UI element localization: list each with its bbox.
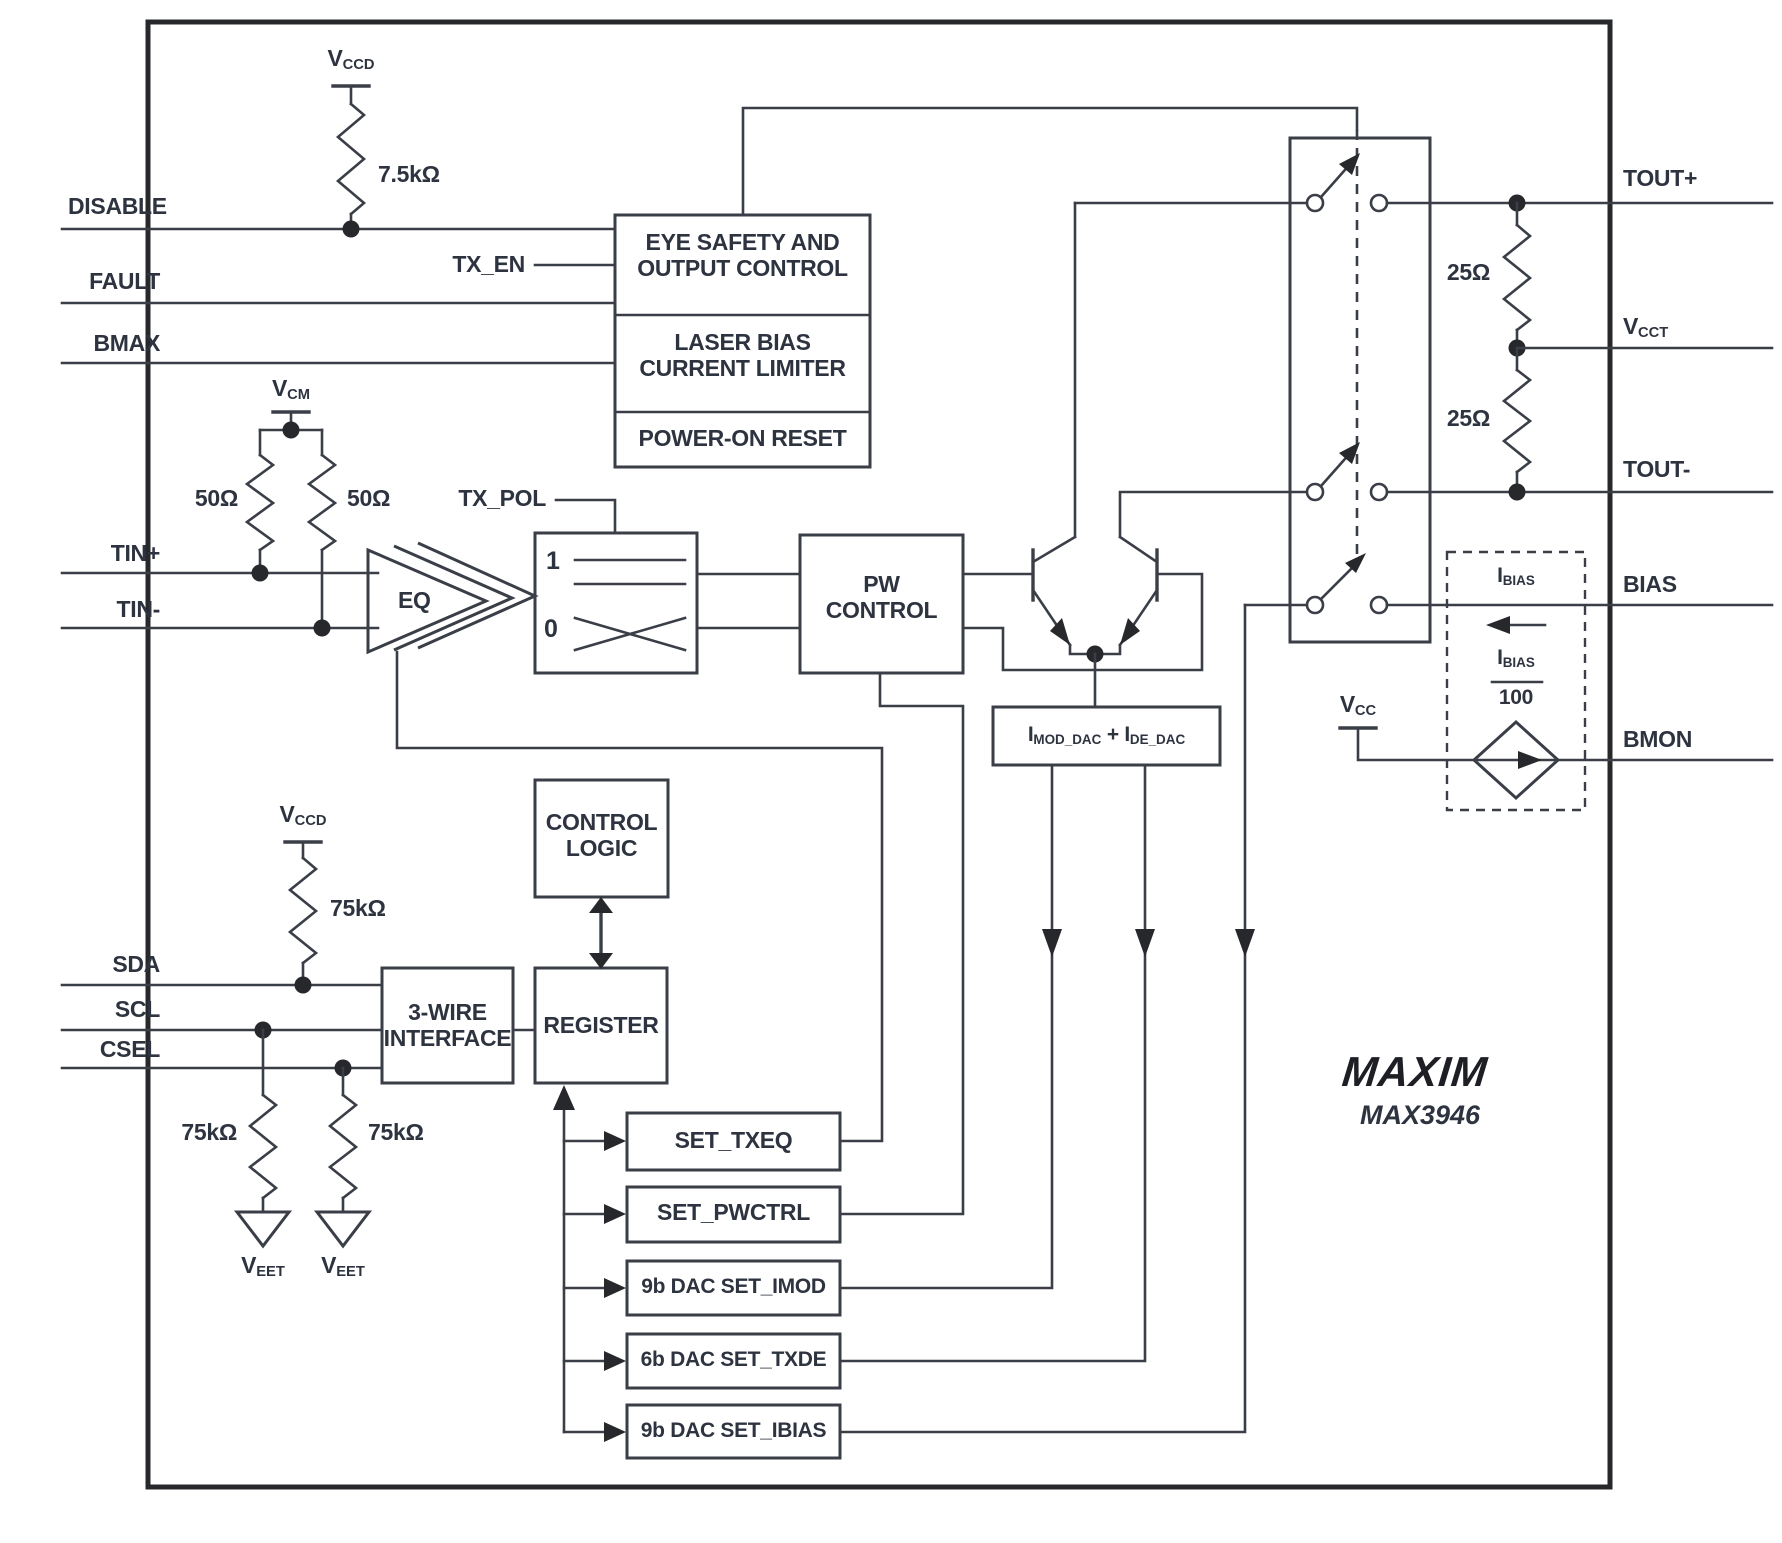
resistor-label-7p5k: 7.5kΩ — [378, 161, 440, 187]
block-dac-sum-outline — [991, 705, 1222, 767]
signal-label-tx-en: TX_EN — [452, 251, 525, 277]
mux-label-one: 1 — [546, 547, 560, 575]
block-label-dac-sum: IMOD_DAC + IDE_DAC — [1027, 723, 1186, 747]
pin-label-disable: DISABLE — [68, 193, 167, 219]
block-label-por: POWER-ON RESET — [638, 425, 847, 451]
label-ibias-ratio-num: IBIAS — [1497, 646, 1535, 670]
pin-label-sda: SDA — [112, 951, 160, 977]
pin-label-tin-plus: TIN+ — [110, 540, 161, 566]
block-control-logic-outline — [533, 778, 670, 899]
current-source-icon — [1471, 719, 1561, 801]
block-label-set-txeq: SET_TXEQ — [674, 1127, 793, 1153]
resistor-label-75k-sda: 75kΩ — [330, 895, 386, 921]
label-ibias: IBIAS — [1497, 564, 1535, 588]
resistor-label-75k-scl: 75kΩ — [181, 1119, 237, 1145]
part-number: MAX3946 — [1359, 1100, 1481, 1130]
resistor-label-50-left: 50Ω — [194, 485, 238, 511]
input-termination-symbols — [244, 410, 338, 637]
signal-label-tx-pol: TX_POL — [458, 485, 546, 511]
bidirectional-arrow-icon — [589, 897, 613, 969]
resistor-75k-csel-symbol — [313, 1059, 373, 1249]
pin-label-fault: FAULT — [89, 268, 160, 294]
pin-label-bmon: BMON — [1623, 726, 1693, 752]
transistor-left-icon — [1031, 201, 1097, 656]
block-label-set-pwctrl: SET_PWCTRL — [657, 1199, 810, 1225]
resistor-label-25-bottom: 25Ω — [1446, 405, 1490, 431]
block-label-pw-control: PW CONTROL — [825, 571, 938, 623]
resistor-label-25-top: 25Ω — [1446, 259, 1490, 285]
supply-label-vcc: VCC — [1339, 691, 1377, 720]
pin-label-tout-plus: TOUT+ — [1623, 165, 1698, 191]
ground-icon-left — [233, 1210, 293, 1249]
polarity-mux — [533, 498, 699, 675]
wire-pwctrl-to-pw — [838, 671, 965, 1216]
bias-monitor-current-source — [1338, 550, 1774, 812]
output-termination-symbols — [1501, 194, 1774, 501]
mux-label-zero: 0 — [544, 615, 558, 643]
output-switch-box — [1073, 136, 1774, 644]
maxim-logo: MAXIM — [1340, 1048, 1491, 1095]
block-label-3wire: 3-WIRE INTERFACE — [383, 999, 512, 1051]
signal-label-eq: EQ — [398, 587, 431, 613]
supply-label-veet-right: VEET — [321, 1252, 365, 1281]
wire-txeq-to-eq — [395, 650, 884, 1143]
block-label-eye-safety: EYE SAFETY AND OUTPUT CONTROL — [637, 229, 848, 281]
pin-label-tin-minus: TIN- — [116, 596, 160, 622]
resistor-label-75k-csel: 75kΩ — [368, 1119, 424, 1145]
block-label-set-ibias: 9b DAC SET_IBIAS — [640, 1419, 827, 1442]
block-label-set-txde: 6b DAC SET_TXDE — [640, 1348, 827, 1371]
resistor-7p5k-symbol — [331, 84, 371, 238]
pin-label-csel: CSEL — [99, 1036, 160, 1062]
pin-label-bias: BIAS — [1623, 571, 1677, 597]
transistor-right-icon — [1093, 490, 1309, 656]
switch-gang-control — [741, 106, 1359, 558]
ground-icon-right — [313, 1210, 373, 1249]
supply-label-vccd-sda: VCCD — [279, 801, 327, 830]
register-set-spine — [553, 1085, 626, 1442]
resistor-75k-scl-symbol — [233, 1021, 293, 1249]
wires-pw-to-bases — [961, 572, 1204, 672]
block-3wire-outline — [380, 966, 515, 1085]
block-label-control-logic: CONTROL LOGIC — [545, 809, 658, 861]
resistor-75k-sda-symbol — [283, 840, 323, 994]
pin-label-tout-minus: TOUT- — [1623, 456, 1691, 482]
block-label-set-imod: 9b DAC SET_IMOD — [641, 1275, 826, 1298]
supply-label-vcm: VCM — [272, 375, 310, 404]
chip-border — [145, 19, 1613, 1490]
supply-label-veet-left: VEET — [241, 1252, 285, 1281]
eq-amplifier-icon — [366, 541, 539, 655]
wires-dac-currents — [838, 603, 1255, 1434]
block-pw-control-outline — [798, 533, 965, 675]
pin-label-scl: SCL — [114, 996, 160, 1022]
pin-label-vcct: VCCT — [1623, 313, 1669, 342]
supply-label-vccd-top: VCCD — [327, 45, 375, 74]
block-label-register: REGISTER — [543, 1012, 659, 1038]
pin-label-bmax: BMAX — [93, 330, 160, 356]
resistor-label-50-right: 50Ω — [347, 485, 391, 511]
label-ibias-ratio-den: 100 — [1498, 686, 1534, 709]
block-label-laser-bias: LASER BIAS CURRENT LIMITER — [639, 329, 846, 381]
